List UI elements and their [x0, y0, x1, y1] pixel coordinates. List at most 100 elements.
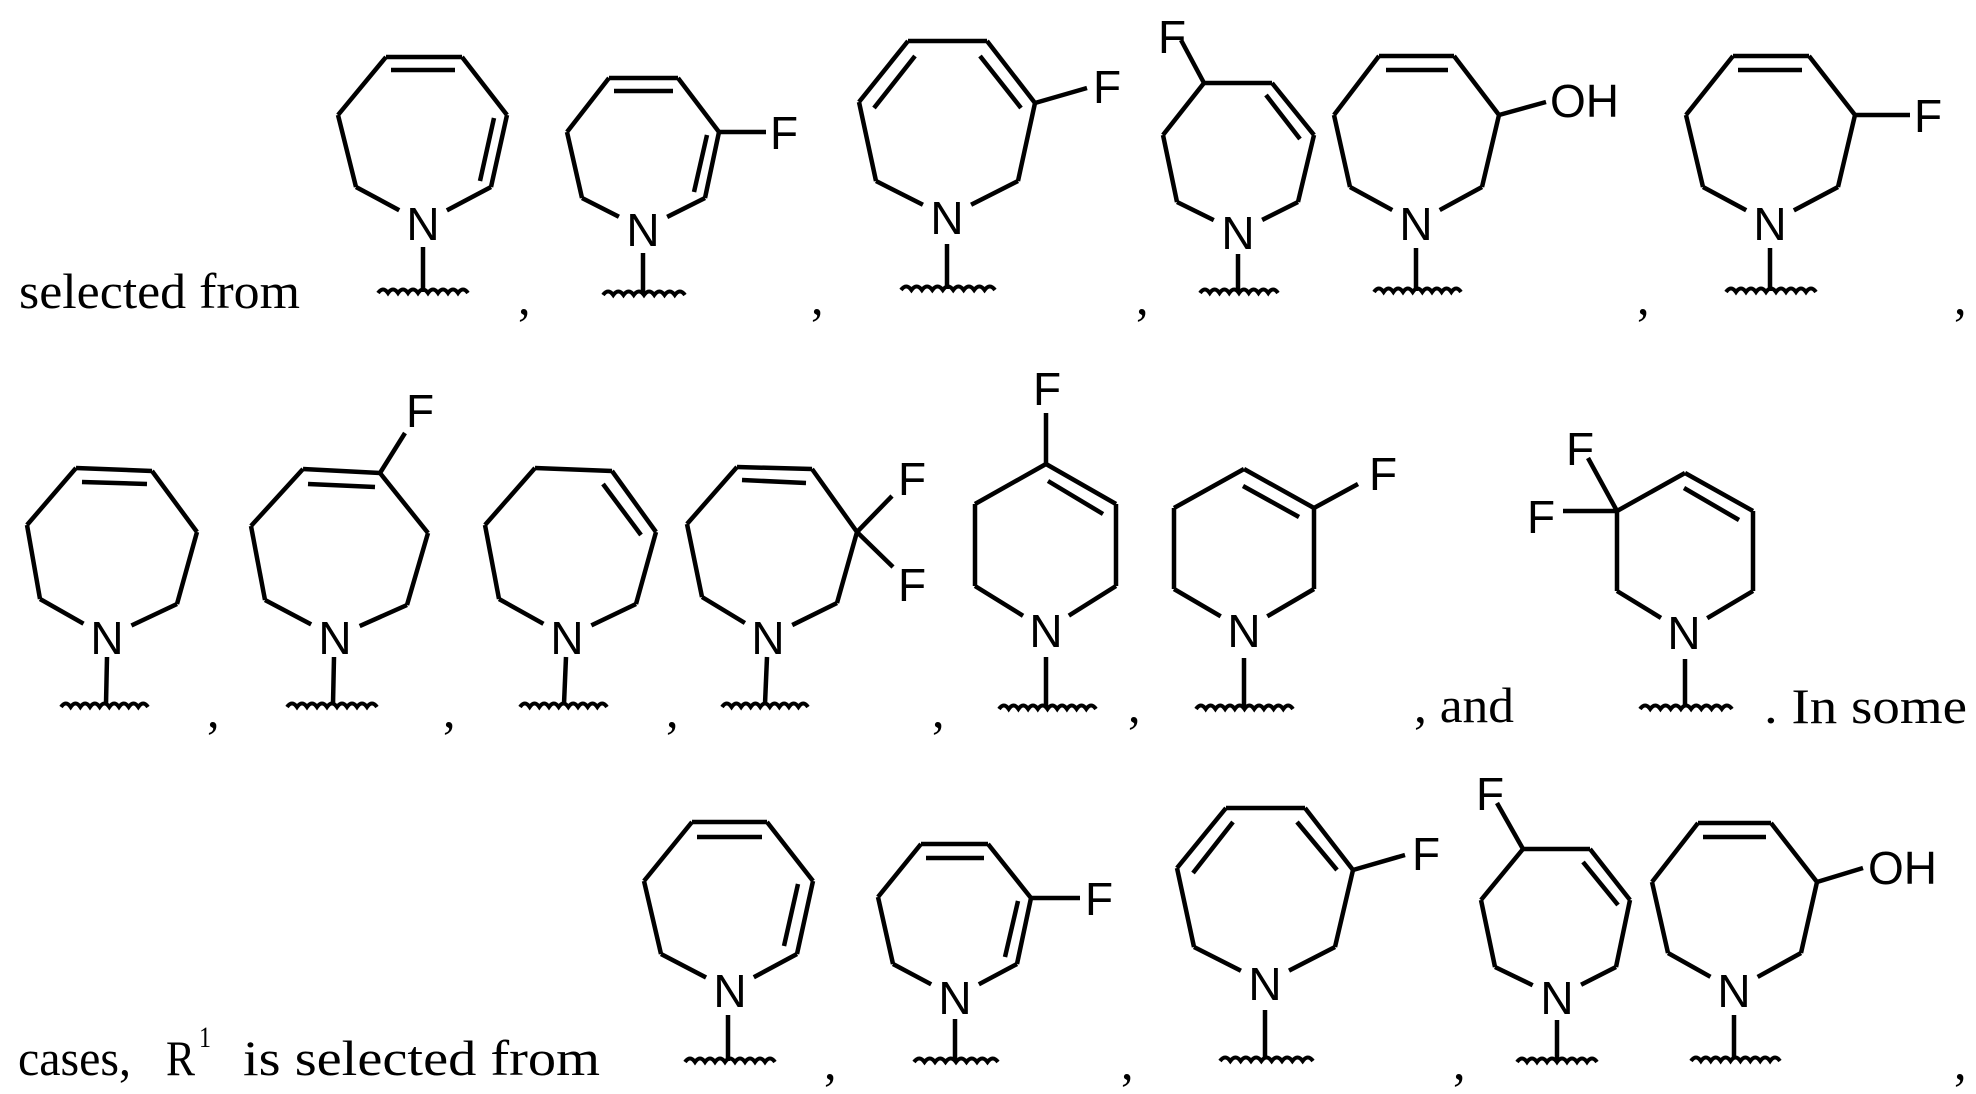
text-and: , and — [1414, 677, 1514, 733]
comma-separator: , — [1128, 677, 1141, 733]
molecule-structure: NF — [1174, 805, 1440, 1065]
ring-bond — [75, 465, 153, 474]
ring-bond — [38, 597, 85, 626]
ring-bond — [1161, 81, 1206, 137]
list-separators: ,,,,,,,,,,,,,, — [207, 269, 1967, 1090]
wavy-attachment-icon — [518, 701, 609, 711]
text-r-superscript: 1 — [199, 1021, 211, 1054]
ring-bond — [336, 55, 388, 117]
double-bond-line — [1191, 820, 1235, 875]
fluorine-label: F — [1085, 873, 1113, 925]
attachment-bond — [103, 656, 110, 705]
ring-bond — [684, 523, 705, 598]
ring-bond — [973, 584, 1025, 618]
substituent-bond — [1312, 482, 1360, 510]
molecule-structure: N — [641, 819, 816, 1066]
ring-bond — [1769, 821, 1819, 884]
wavy-attachment-icon — [285, 701, 379, 711]
comma-separator: , — [932, 682, 945, 738]
ring-bond — [1452, 54, 1501, 117]
ring-bond — [1067, 584, 1118, 618]
ring-bond — [565, 76, 611, 134]
ring-bond — [1684, 54, 1735, 117]
ring-bond — [1807, 54, 1857, 117]
comma-separator: , — [518, 269, 531, 325]
ring-bond — [335, 114, 359, 188]
molecule-structure: NFF — [1527, 423, 1756, 713]
ring-bond — [985, 39, 1037, 105]
fluorine-label: F — [1369, 448, 1397, 500]
ring-bond — [1701, 185, 1748, 213]
ring-bond — [794, 880, 816, 955]
ring-bond — [1014, 897, 1034, 965]
molecule-structure: NF — [972, 363, 1119, 713]
ring-bond — [610, 469, 658, 534]
ring-bond — [1613, 899, 1633, 968]
molecule-structure: NF — [875, 841, 1113, 1066]
ring-bond — [1615, 471, 1687, 513]
wavy-attachment-icon — [899, 284, 997, 294]
substituent-bond — [1816, 865, 1864, 885]
substituent-bond — [1179, 38, 1206, 85]
molecule-structure: NF — [1171, 448, 1397, 713]
double-bond-line — [1264, 93, 1302, 141]
double-bond-line — [477, 117, 497, 182]
nitrogen-atom-label: N — [318, 612, 351, 664]
fluorine-label: F — [1158, 11, 1186, 63]
attachment-bond — [561, 656, 569, 705]
molecule-structure: NFF — [684, 453, 926, 711]
double-bond-line — [1682, 486, 1741, 522]
ring-bond — [534, 465, 613, 474]
ring-bond — [302, 466, 381, 476]
ring-bond — [1478, 899, 1498, 968]
substituent-bond — [1352, 852, 1406, 873]
ring-bond — [354, 185, 401, 213]
ring-bond — [856, 101, 879, 182]
wavy-attachment-icon — [912, 1056, 1000, 1066]
substituent-bond — [378, 431, 407, 475]
nitrogen-atom-label: N — [1753, 198, 1786, 250]
ring-bond — [249, 467, 305, 528]
ring-bond — [1303, 806, 1355, 872]
molecule-structure: NF — [248, 385, 434, 711]
nitrogen-atom-label: N — [1221, 207, 1254, 259]
ring-bond — [1172, 587, 1222, 619]
substituent-bond — [855, 494, 894, 534]
ring-bond — [130, 601, 178, 628]
substituent-bond — [1498, 99, 1547, 118]
ring-bond — [1044, 462, 1118, 506]
ring-bond — [1266, 587, 1316, 619]
fluorine-label: F — [770, 107, 798, 159]
ring-bond — [263, 598, 313, 627]
comma-separator: , — [443, 682, 456, 738]
ring-bond — [736, 464, 813, 472]
ring-bond — [641, 880, 664, 955]
molecule-structure: NF — [1683, 53, 1942, 296]
ring-bond — [1479, 847, 1525, 902]
ring-bond — [676, 76, 721, 134]
comma-separator: , — [1136, 269, 1149, 325]
ring-bond — [666, 195, 707, 219]
ring-bond — [564, 131, 585, 199]
ring-bond — [1174, 867, 1197, 948]
ring-bond — [970, 178, 1020, 207]
molecule-structure: N — [335, 54, 510, 297]
ring-bond — [986, 842, 1033, 900]
double-bond-line — [1046, 479, 1105, 516]
hydroxyl-label: OH — [1868, 842, 1937, 894]
comma-separator: , — [1121, 1034, 1134, 1090]
ring-bond — [1683, 471, 1755, 513]
ring-bond — [460, 55, 509, 117]
nitrogen-atom-label: N — [1227, 605, 1260, 657]
double-bond-line — [741, 477, 807, 486]
fluorine-label: F — [898, 453, 926, 505]
molecule-structure: NF — [1158, 11, 1317, 297]
ring-bond — [24, 524, 43, 600]
ring-bond — [977, 962, 1019, 987]
nitrogen-atom-label: N — [713, 965, 746, 1017]
double-bond-line — [978, 54, 1023, 110]
text-cases: cases, — [18, 1030, 131, 1086]
ring-bond — [1295, 134, 1317, 203]
